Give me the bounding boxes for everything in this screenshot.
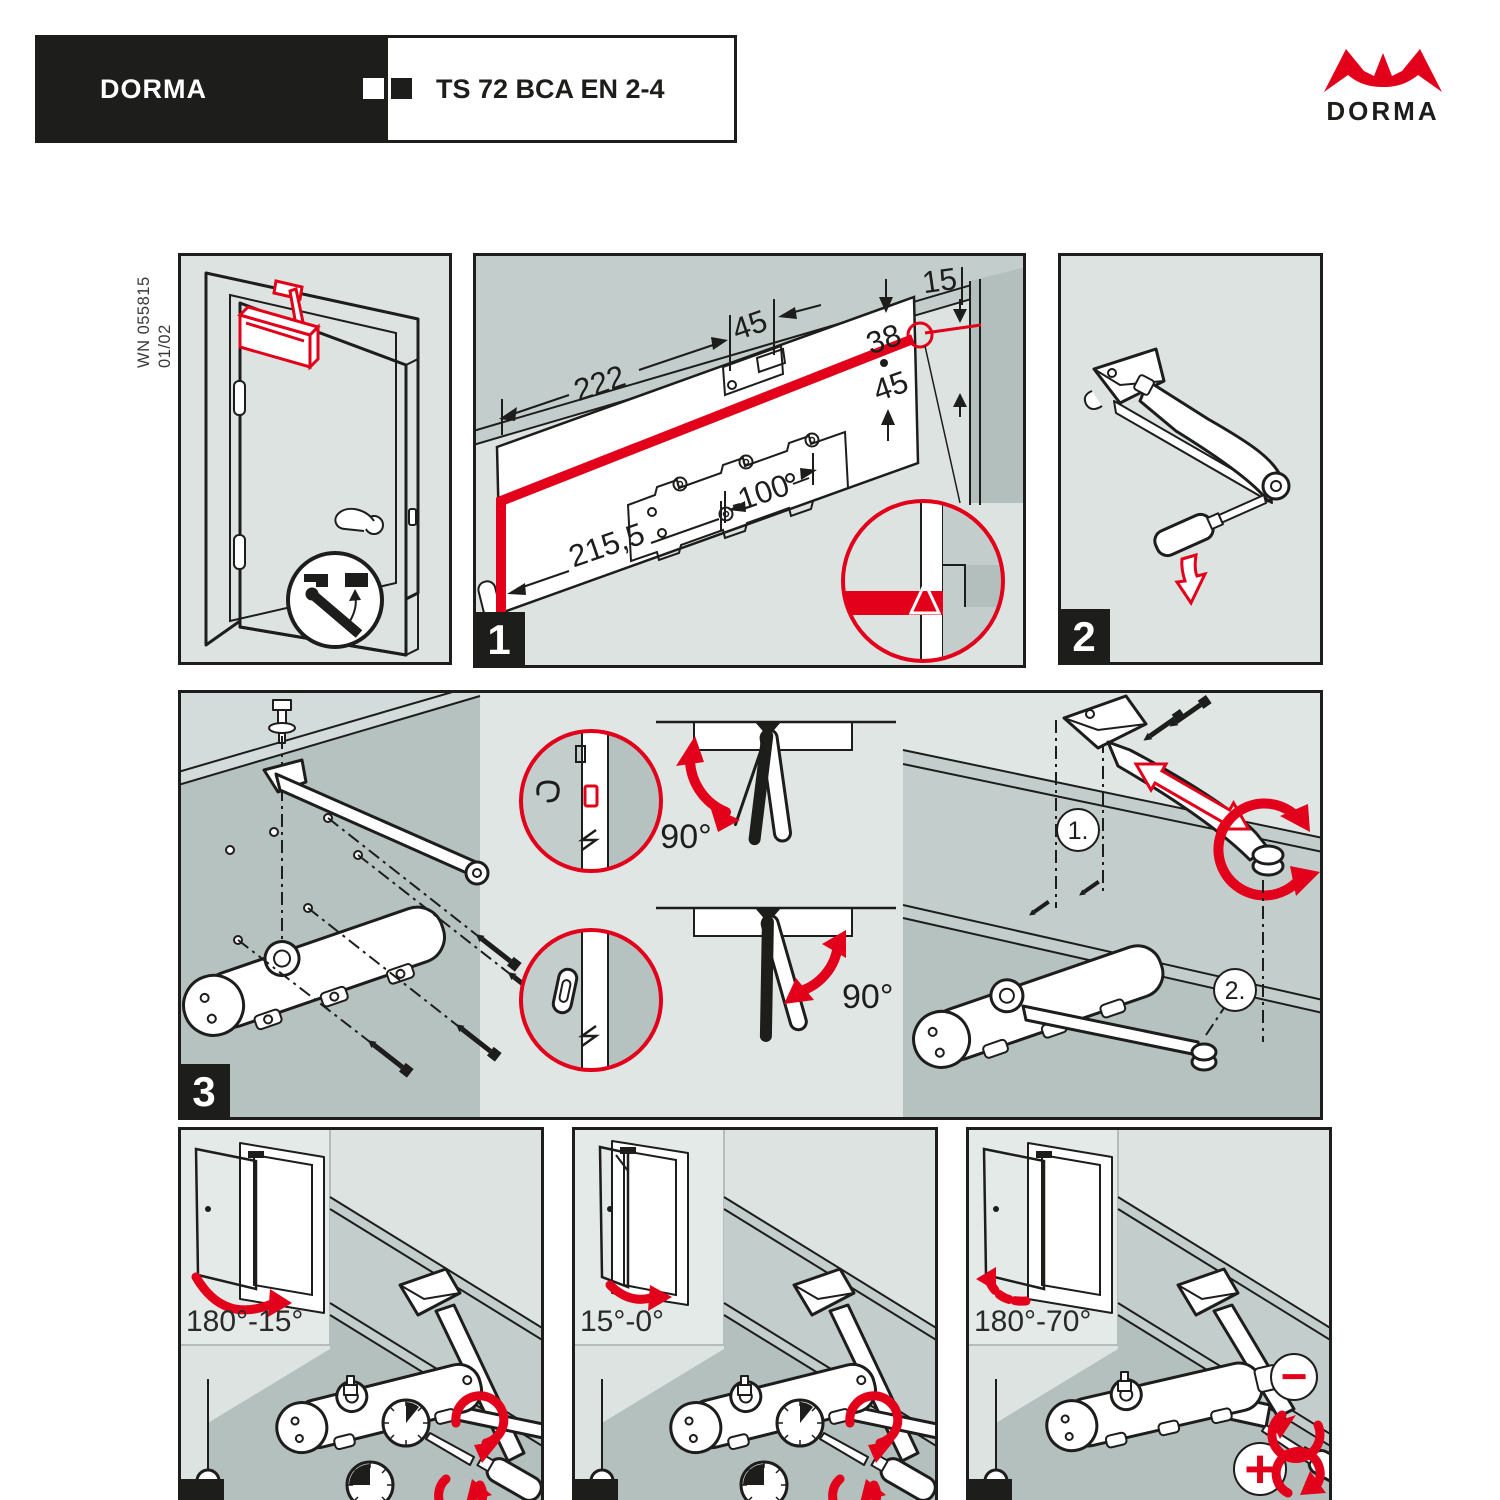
wall-holes [225,813,363,945]
door-closer-icon [237,279,321,371]
screwdriver-icon [425,1432,543,1500]
header-white-square [363,78,384,99]
magnifier-circle [841,499,1005,663]
panel-adjust-closing-speed: 180°-15° [178,1127,544,1500]
turn-arrow-icon [845,1391,903,1448]
turn-arrow-icon [434,1474,488,1500]
screw-icon [475,934,522,972]
hook-icon [536,780,560,803]
template-holes [647,359,888,538]
plus-icon: + [1244,1439,1276,1499]
minus-badge [1270,1353,1318,1401]
doc-number: WN 055815 [135,276,153,368]
arm-adjust-scene: 1. 2. [902,694,1323,1120]
step-number: 3 [192,1068,215,1115]
sequence-1-badge [1056,808,1100,852]
angle-90-bottom: 90° [842,978,893,1016]
detail-circle-hook [519,729,663,873]
closer-arm-icon [1113,374,1291,504]
screw-icon [1079,880,1100,896]
exploded-mounting-scene [178,690,554,1120]
step-label-cut [572,1479,618,1500]
product-title: TS 72 BCA EN 2-4 [436,73,665,104]
hinge-top-icon [233,380,246,416]
rotate-arm-up-diagram: 90° [656,720,896,856]
door-leaf [194,1147,258,1291]
step-number: 1 [487,616,510,663]
clock-icon [381,1398,431,1448]
screw-icon [1029,900,1050,916]
arrow-down-icon [1174,552,1208,607]
step-number: 2 [1072,613,1095,660]
rotate-arm-down-diagram: 90° [656,906,896,1042]
door-leaf [233,301,419,657]
rotate-arrow-icon [1213,798,1320,901]
step-label-2: 2 [1058,609,1110,665]
angle-range: 180°-70° [974,1305,1091,1338]
panel-adjust-closing-force: 180°-70° [966,1127,1332,1500]
closer-body [1045,1361,1281,1453]
link-icon [551,967,579,1015]
turn-arrow-icon [828,1474,882,1500]
step-label-1: 1 [473,612,525,668]
crown-icon [1324,49,1442,92]
plus-badge [1233,1442,1287,1496]
turn-arrow-icon [1271,1447,1325,1498]
triangle-mark-icon [908,579,942,615]
sequence-1: 1. [1068,817,1089,845]
latch-marker-icon [583,784,599,808]
screw-icon [455,1024,502,1062]
dim-15: 15 [920,261,959,300]
sequence-2-badge [1213,968,1257,1012]
adjustment-scene: − + [966,1196,1332,1500]
alignment-circle [906,321,934,349]
step-label-cut [178,1479,224,1500]
screw-icon [1143,708,1186,741]
doc-reference: WN 055815 01/02 [134,250,178,368]
hinge-bottom-icon [233,534,246,570]
swing-arrow-icon [191,1272,279,1315]
panel-step-3: 90° 90° [178,690,1323,1120]
clock-icon [345,1460,395,1500]
angle-90-top: 90° [660,818,711,856]
screw-icon [367,1040,414,1078]
door-closing-symbol [286,551,384,649]
brand-text: DORMA [100,73,207,104]
panel-adjust-latching-speed: 15°-0° [572,1127,938,1500]
adjustment-scene [572,1196,938,1500]
step-label-3: 3 [178,1064,230,1120]
clock-icon [739,1460,789,1500]
clock-icon [775,1398,825,1448]
panel-step-2: 2 [1058,253,1323,665]
step-label-cut [966,1479,1012,1500]
adjustment-scene [178,1196,544,1500]
door-angle-inset: 180°-15° [178,1127,331,1346]
product-bar: TS 72 BCA EN 2-4 [385,35,737,143]
door-angle-inset: 15°-0° [572,1127,725,1346]
sequence-2: 2. [1225,977,1246,1005]
door-gap [970,267,1026,503]
door-leaf [982,1147,1046,1291]
panel-step-1: 222 45 38 45 15 [473,253,1026,668]
door-angle-inset: 180°-70° [966,1127,1119,1346]
door-handle-icon [334,507,417,535]
slide-arrow-icon [1133,762,1252,831]
angle-range: 180°-15° [186,1305,303,1338]
minus-icon: − [1281,1350,1308,1402]
brand-bar: DORMA [35,35,385,143]
dorma-logo: DORMA [1316,44,1450,128]
screw-icon [1169,694,1212,727]
turn-arrow-icon [451,1391,509,1448]
angle-range: 15°-0° [580,1305,664,1338]
detail-circle-link [519,928,663,1072]
door-leaf [598,1145,630,1289]
screwdriver-icon [1153,494,1267,558]
header-black-square [391,78,412,99]
closer-body [275,1362,483,1455]
mounting-bracket-icon [1062,694,1148,750]
doc-revision: 01/02 [156,324,174,368]
closer-body [182,905,446,1037]
panel-door-overview [178,253,452,665]
logo-wordmark: DORMA [1326,96,1439,126]
